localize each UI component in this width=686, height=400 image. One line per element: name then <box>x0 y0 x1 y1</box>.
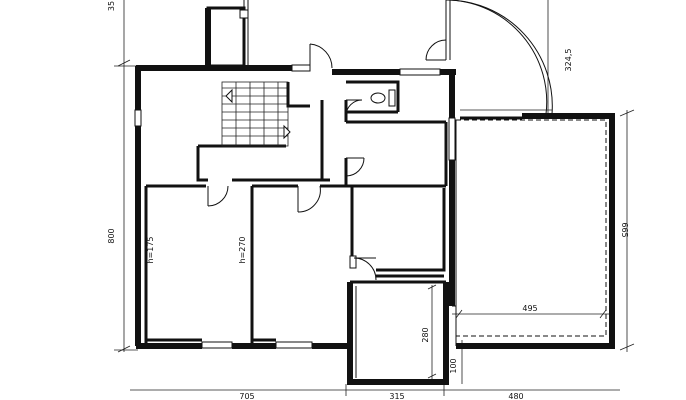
dim-annex-height: 280 <box>421 327 430 342</box>
dim-bottom-mid: 315 <box>389 392 404 400</box>
dim-top-partial: 35 <box>107 1 116 11</box>
dim-left-height: 800 <box>107 228 116 243</box>
dim-bottom-right: 480 <box>508 392 523 400</box>
outer-walls <box>135 65 456 349</box>
inner-walls <box>144 80 448 344</box>
doors <box>207 39 447 281</box>
dimension-lines <box>114 0 635 396</box>
annex <box>347 280 449 385</box>
garage <box>452 113 615 349</box>
garage-door-swing <box>446 0 553 115</box>
dim-bottom-left: 705 <box>239 392 254 400</box>
room-left-height-label: h=175 <box>146 236 155 263</box>
dim-radius: 324,5 <box>564 49 573 72</box>
dim-annex-offset: 100 <box>449 358 458 373</box>
dim-garage-width: 495 <box>522 304 537 313</box>
room-mid-height-label: h=270 <box>238 236 247 263</box>
windows <box>134 64 456 349</box>
dim-right-height: 665 <box>620 222 629 237</box>
